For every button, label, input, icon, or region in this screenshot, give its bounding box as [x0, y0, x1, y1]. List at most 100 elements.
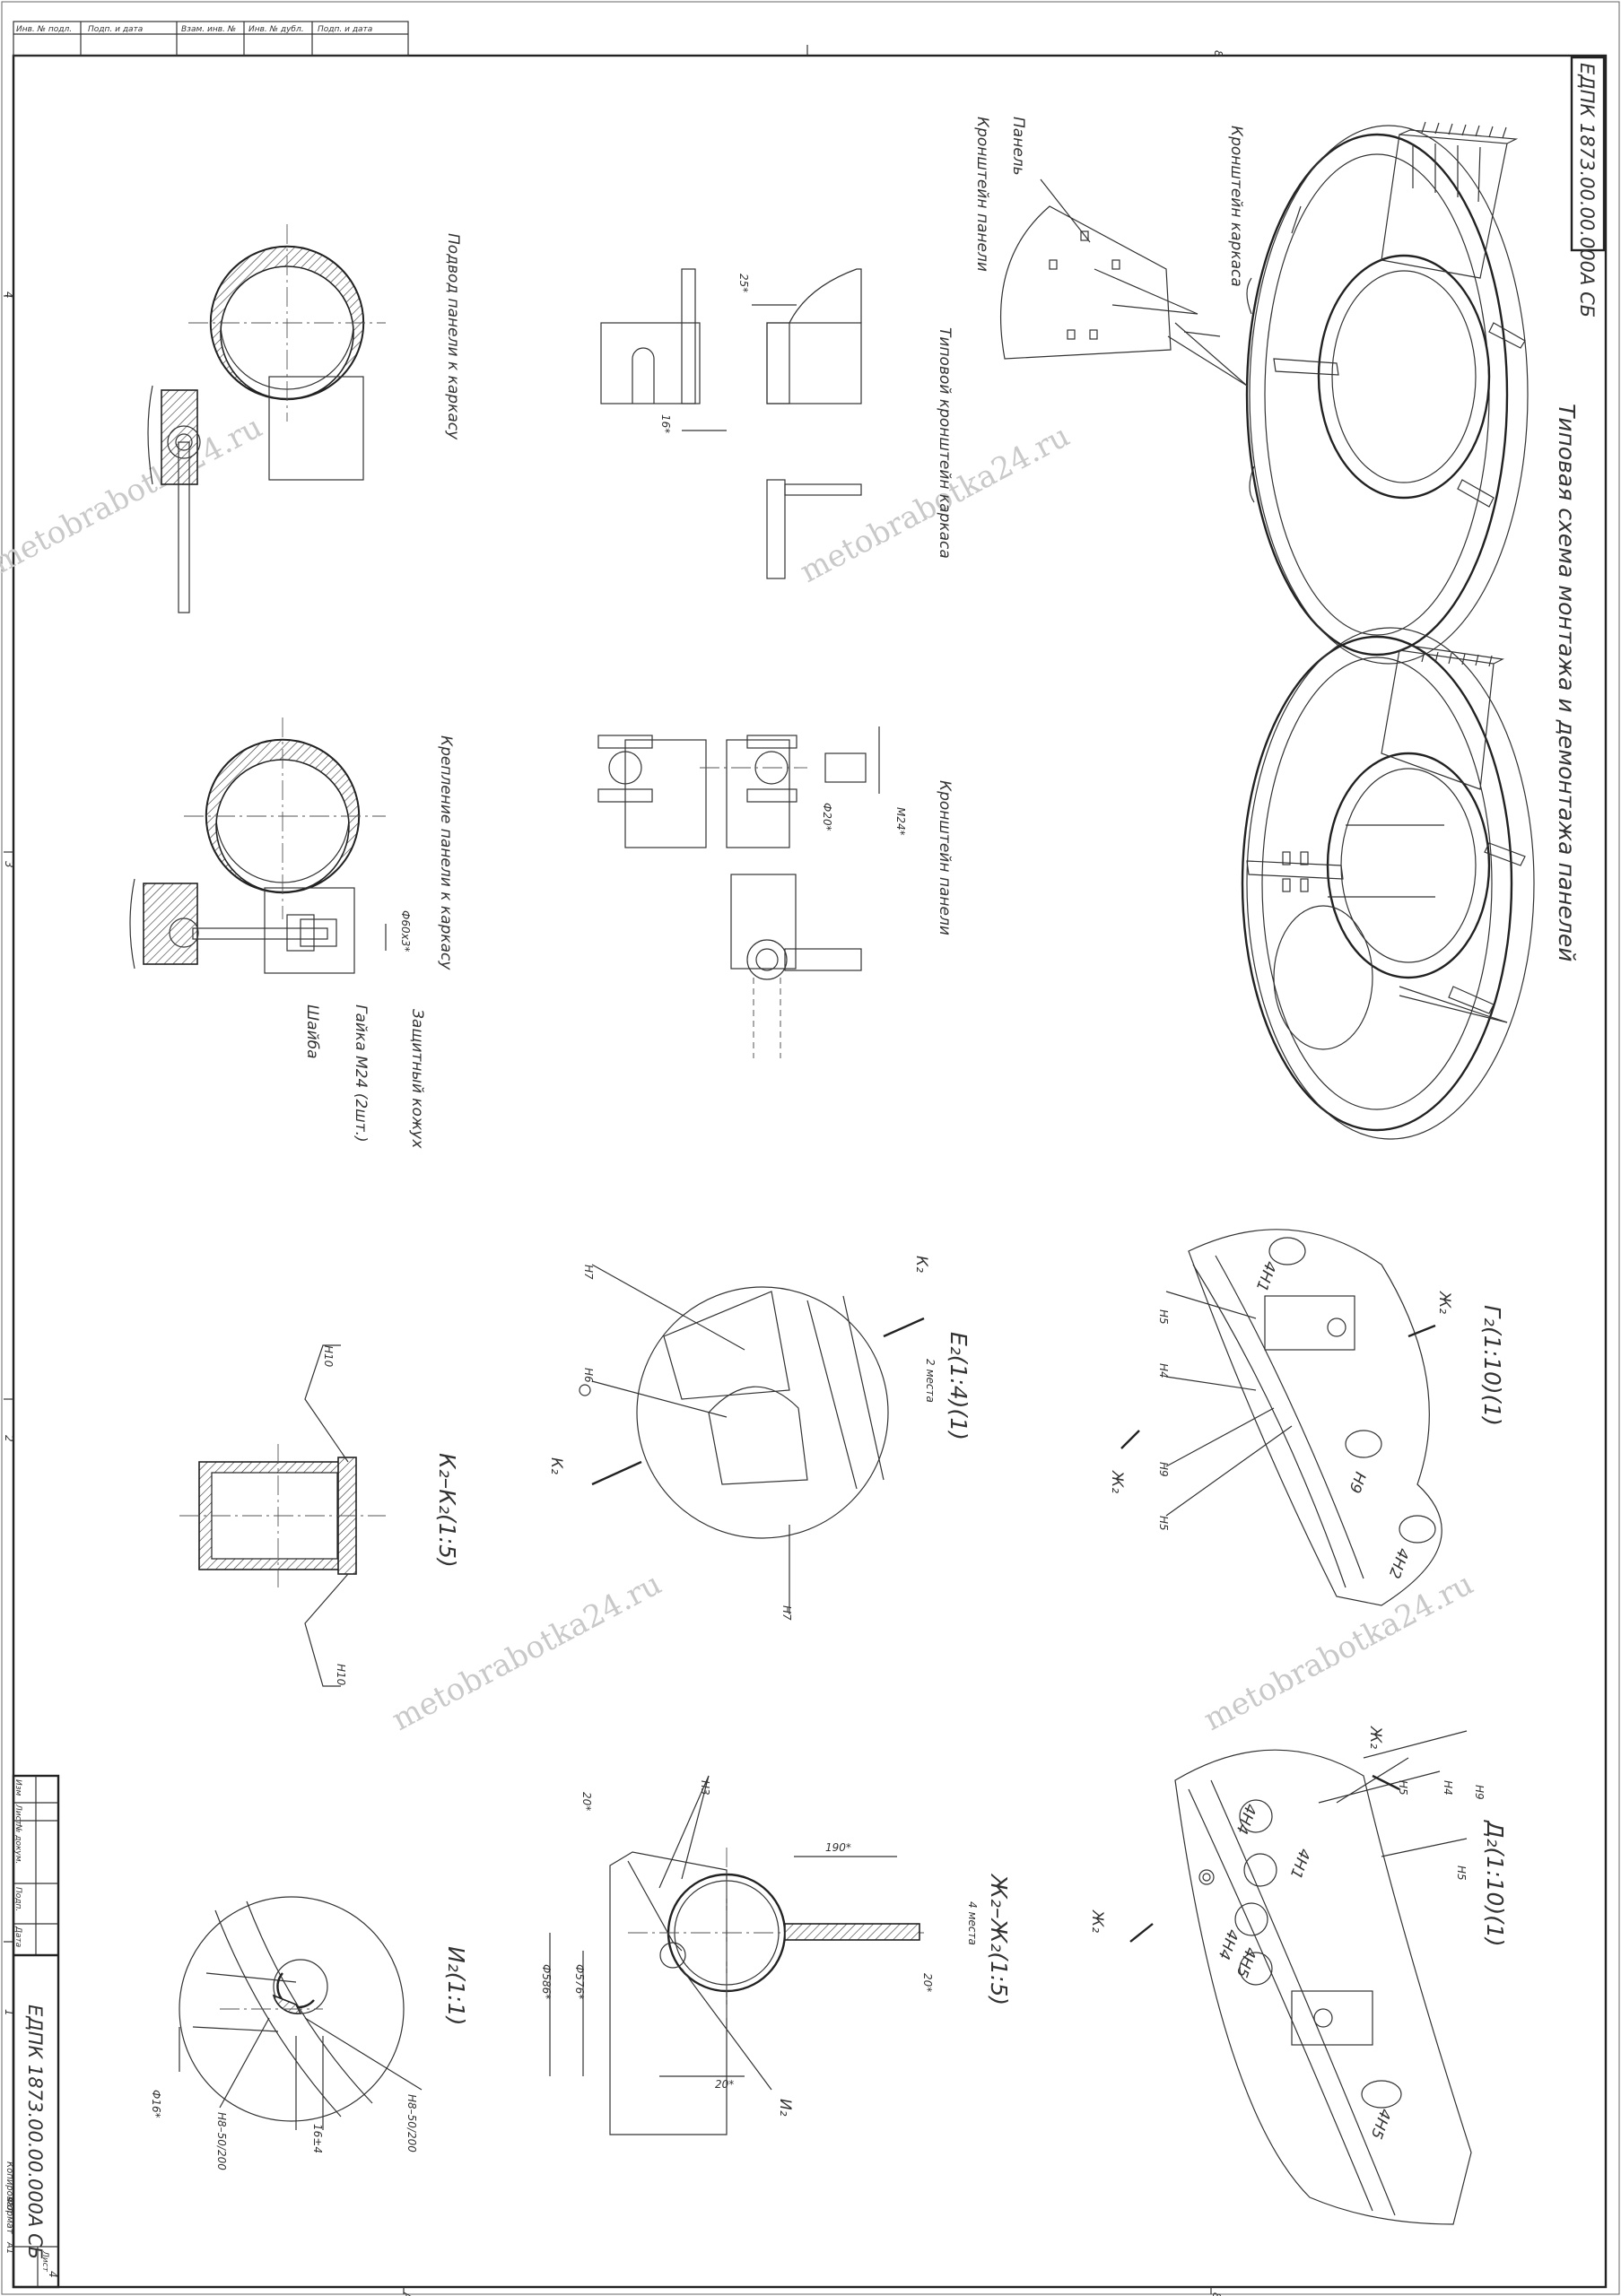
- detail-i-title: И₂(1:1): [443, 1946, 469, 2025]
- weld-n9-g-leader: Н9: [1157, 1462, 1170, 1477]
- detail-d-drawing: [1129, 1730, 1472, 2225]
- stamp-top-left: [13, 21, 409, 57]
- detail-g-drawing: [1120, 1229, 1442, 1606]
- panel-bracket-drawing: [597, 726, 880, 1058]
- typical-frame-bracket-title: Типовой кронштейн каркаса: [936, 327, 954, 559]
- panel-fastening-drawing: [129, 718, 387, 974]
- zone-top-label: 8: [1212, 50, 1224, 57]
- weld-4n4-d2: 4Н4: [1215, 1926, 1242, 1961]
- watermark-2: metobrabotka24.ru: [794, 418, 1075, 590]
- frame-bracket-label: Кронштейн каркаса: [1227, 126, 1245, 287]
- panel-sketch: [999, 178, 1221, 360]
- zone-bottom-label-a: A: [401, 2292, 414, 2296]
- washer-label: Шайба: [303, 1004, 321, 1059]
- stamp-col-sign-date-2: Подп. и дата: [318, 25, 372, 34]
- weld-n9-g: Н9: [1345, 1469, 1369, 1495]
- dim-d16: Ф16*: [150, 2090, 162, 2118]
- detail-d-title: Д₂(1:10)(1): [1482, 1820, 1508, 1947]
- stamp-col-sign-date-1: Подп. и дата: [88, 25, 143, 34]
- ring-assembly-view-1: [1167, 121, 1529, 665]
- dim-586: Ф586*: [540, 1964, 553, 1999]
- weld-n7-e1: Н7: [582, 1265, 595, 1280]
- weld-n5-g1: Н5: [1157, 1309, 1170, 1325]
- dim-576: Ф576*: [573, 1964, 586, 1999]
- watermark-3: metobrabotka24.ru: [386, 1566, 667, 1738]
- zone-left-label-1: 1: [3, 2009, 15, 2016]
- panel-bracket-title: Кронштейн панели: [936, 780, 954, 935]
- watermark-1: metobrabotka24.ru: [0, 409, 268, 581]
- section-k-title: К₂–К₂(1:5): [434, 1453, 460, 1568]
- detail-g-title: Г₂(1:10)(1): [1479, 1305, 1505, 1426]
- dim-20a: 20*: [580, 1792, 593, 1811]
- doc-code-top: ЕДПК 1873.00.00.000А СБ: [1576, 63, 1598, 317]
- weld-4n1-g: 4Н1: [1252, 1258, 1280, 1293]
- weld-4n1-d: 4Н1: [1286, 1846, 1314, 1881]
- weld-n10-k2: Н10: [335, 1664, 347, 1686]
- nut-label: Гайка М24 (2шт.): [352, 1004, 370, 1143]
- weld-n5-d1: Н5: [1397, 1780, 1409, 1796]
- stamp-col-doc-no: № докум.: [13, 1823, 22, 1864]
- zone-bottom-label-b: 8: [1210, 2292, 1223, 2296]
- mount-scheme-title: Типовая схема монтажа и демонтажа панеле…: [1554, 404, 1580, 961]
- cut-zh-d1: Ж₂: [1366, 1726, 1384, 1749]
- detail-e-drawing: [579, 1264, 925, 1614]
- weld-n3-zh: Н3: [699, 1780, 711, 1796]
- copied-label: Копировал: [4, 2161, 14, 2213]
- weld-n8-i2: Н8–50/200: [405, 2094, 418, 2152]
- stamp-col-date: Дата: [13, 1926, 22, 1947]
- dim-d60: Ф60х3*: [399, 910, 412, 952]
- cut-zh-d2: Ж₂: [1088, 1909, 1106, 1933]
- section-zh-count: 4 места: [966, 1901, 979, 1945]
- section-k-drawing: [179, 1344, 386, 1687]
- panel-label: Панель: [1009, 117, 1027, 176]
- dim-190: 190*: [825, 1841, 851, 1854]
- stamp-col-sign: Подп.: [13, 1887, 22, 1911]
- cut-k-e2: К₂: [547, 1457, 565, 1474]
- zone-left-label-3: 3: [3, 861, 15, 868]
- stamp-col-inv-orig: Инв. № подл.: [16, 25, 72, 34]
- stamp-col-inv-dup: Инв. № дубл.: [248, 25, 304, 34]
- panel-approach-drawing: [147, 224, 386, 613]
- panel-bracket-label: Кронштейн панели: [973, 117, 991, 272]
- stamp-col-change: Изм: [13, 1779, 22, 1796]
- weld-n9-d: Н9: [1473, 1785, 1486, 1800]
- ring-assembly-view-2: [1241, 627, 1535, 1140]
- weld-n4-d: Н4: [1442, 1780, 1454, 1796]
- weld-n7-e2: Н7: [780, 1605, 793, 1621]
- weld-n4-g: Н4: [1157, 1363, 1170, 1378]
- stamp-col-sheet: Лист: [13, 1804, 22, 1826]
- cut-zh-g2: Ж₂: [1108, 1470, 1126, 1493]
- detail-i-drawing: [179, 1896, 423, 2130]
- weld-n5-g2: Н5: [1157, 1516, 1170, 1531]
- dim-m24: М24*: [894, 807, 907, 836]
- section-zh-drawing: [549, 1775, 924, 2135]
- stamp-col-replace-inv: Взам. инв. №: [181, 25, 236, 34]
- format-label: Формат: [4, 2197, 14, 2235]
- dim-20b: 20*: [921, 1973, 934, 1992]
- dim-d20: Ф20*: [821, 803, 833, 831]
- watermark-4: metobrabotka24.ru: [1198, 1566, 1478, 1738]
- cut-zh-g1: Ж₂: [1435, 1291, 1453, 1314]
- protective-casing-label: Защитный кожух: [408, 1009, 426, 1149]
- section-zh-title: Ж₂–Ж₂(1:5): [986, 1873, 1012, 2005]
- dim-16-tol: 16±4: [311, 2124, 324, 2153]
- doc-code-bottom: ЕДПК 1873.00.00.000А СБ: [24, 2005, 46, 2259]
- typical-frame-bracket-drawing: [600, 268, 862, 579]
- dim-16: 16*: [659, 414, 672, 433]
- weld-4n4-d: 4Н4: [1233, 1801, 1260, 1836]
- cut-i-zh: И₂: [776, 2099, 794, 2117]
- weld-n5-d2: Н5: [1455, 1866, 1468, 1881]
- weld-n6-e: Н6: [582, 1368, 595, 1383]
- dim-20c: 20*: [715, 2078, 734, 2091]
- sheet-label: Лист: [40, 2250, 49, 2273]
- zone-left-label-2: 2: [3, 1435, 15, 1442]
- doc-code-box: [1570, 56, 1606, 252]
- dim-25: 25*: [737, 274, 750, 292]
- panel-fastening-title: Крепление панели к каркасу: [437, 735, 455, 970]
- format-value: A1: [4, 2241, 14, 2254]
- zone-left-label-4: 4: [3, 291, 15, 299]
- detail-e-count: 2 места: [924, 1359, 937, 1403]
- weld-n10-k1: Н10: [322, 1345, 335, 1368]
- panel-approach-title: Подвод панели к каркасу: [444, 233, 462, 440]
